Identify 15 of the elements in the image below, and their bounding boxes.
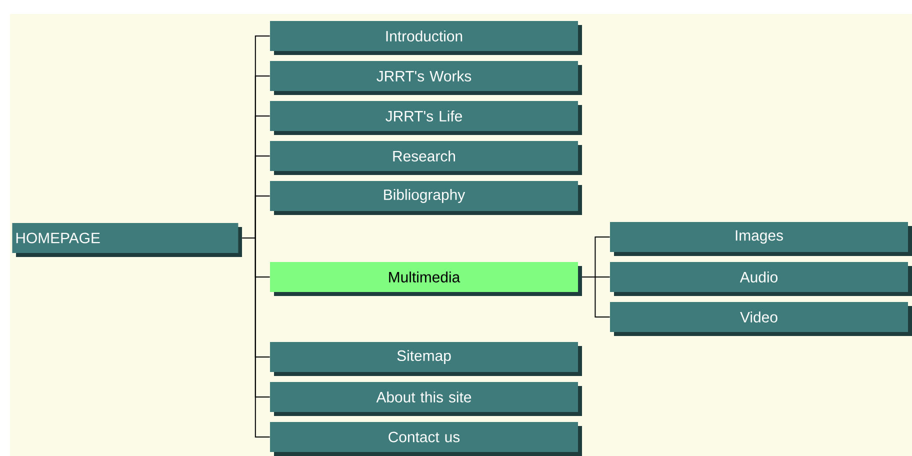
menu-box: Introduction [270, 21, 582, 55]
menu-box: Audio [610, 262, 912, 296]
menu-box: Contact us [270, 422, 582, 456]
menu-box: Multimedia [270, 262, 582, 296]
menu-box: Sitemap [270, 342, 582, 376]
menu-box: Research [270, 140, 582, 175]
menu-box: About this site [270, 382, 582, 416]
menu-box: JRRT's Works [270, 61, 582, 95]
menu-box: JRRT's Life [270, 100, 582, 135]
connector-line [582, 276, 610, 318]
menu-box: Bibliography [270, 180, 582, 215]
connector-line [242, 237, 270, 438]
menu-box: HOMEPAGE [12, 222, 242, 257]
menu-box: Images [610, 222, 912, 256]
menu-box: Video [610, 302, 912, 336]
